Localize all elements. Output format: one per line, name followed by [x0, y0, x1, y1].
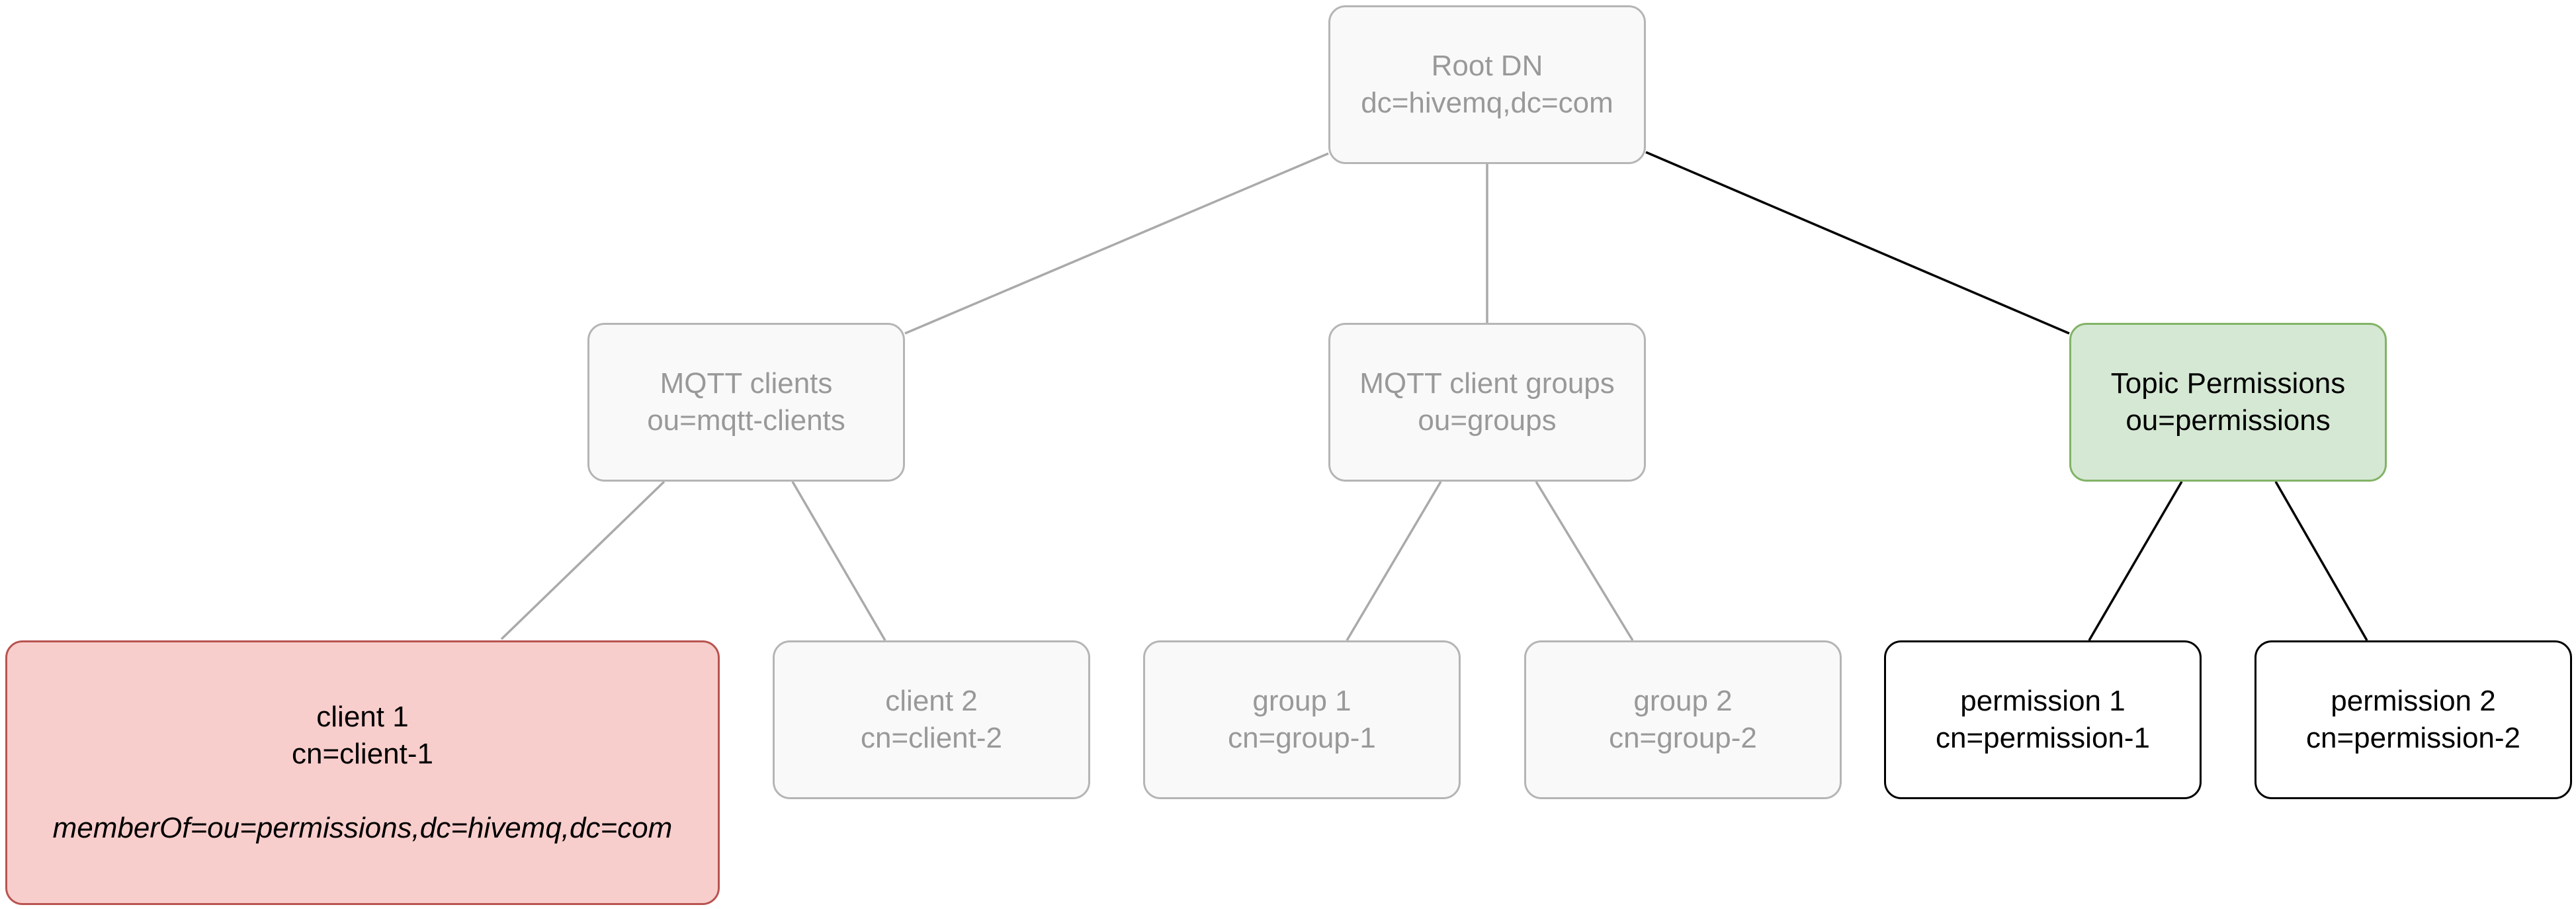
- node-dn: cn=permission-2: [2305, 722, 2521, 754]
- node-permission-2[interactable]: permission 2 cn=permission-2: [2254, 640, 2572, 799]
- node-dn: cn=group-1: [1228, 722, 1376, 754]
- node-title: group 1: [1252, 685, 1352, 717]
- edge-topic-permission-2: [2274, 481, 2368, 641]
- node-title: client 2: [885, 685, 978, 717]
- node-client-1[interactable]: client 1 cn=client-1 memberOf=ou=permiss…: [5, 640, 720, 905]
- node-title: client 1: [316, 701, 409, 733]
- node-title: group 2: [1633, 685, 1733, 717]
- node-title: Topic Permissions: [2110, 367, 2346, 400]
- node-dn: cn=permission-1: [1935, 722, 2151, 754]
- node-member-of-attribute: memberOf=ou=permissions,dc=hivemq,dc=com: [52, 812, 673, 844]
- node-dn: cn=client-1: [291, 738, 433, 770]
- edge-groups-group-2: [1535, 481, 1634, 641]
- node-title: MQTT clients: [660, 367, 833, 400]
- node-group-2[interactable]: group 2 cn=group-2: [1524, 640, 1842, 799]
- node-root-dn[interactable]: Root DN dc=hivemq,dc=com: [1328, 5, 1646, 164]
- node-dn: ou=permissions: [2125, 404, 2331, 437]
- node-mqtt-client-groups[interactable]: MQTT client groups ou=groups: [1328, 323, 1646, 482]
- node-title: MQTT client groups: [1359, 367, 1615, 400]
- node-title: permission 1: [1960, 685, 2125, 717]
- node-topic-permissions[interactable]: Topic Permissions ou=permissions: [2069, 323, 2387, 482]
- node-dn: ou=groups: [1418, 404, 1557, 437]
- node-permission-1[interactable]: permission 1 cn=permission-1: [1884, 640, 2202, 799]
- node-dn: cn=group-2: [1609, 722, 1757, 754]
- node-group-1[interactable]: group 1 cn=group-1: [1143, 640, 1461, 799]
- node-title: permission 2: [2331, 685, 2496, 717]
- edge-mqtt-clients-client-1: [500, 480, 665, 640]
- edge-mqtt-clients-client-2: [791, 481, 886, 641]
- node-dn: cn=client-2: [860, 722, 1002, 754]
- edge-root-mqtt-clients: [904, 152, 1329, 335]
- edge-topic-permission-1: [2088, 481, 2183, 641]
- node-dn: dc=hivemq,dc=com: [1361, 87, 1613, 119]
- edge-groups-group-1: [1346, 481, 1442, 641]
- node-title: Root DN: [1431, 50, 1543, 82]
- node-dn: ou=mqtt-clients: [647, 404, 845, 437]
- node-mqtt-clients[interactable]: MQTT clients ou=mqtt-clients: [587, 323, 905, 482]
- edge-root-topic-permissions: [1645, 151, 2070, 335]
- node-client-2[interactable]: client 2 cn=client-2: [773, 640, 1090, 799]
